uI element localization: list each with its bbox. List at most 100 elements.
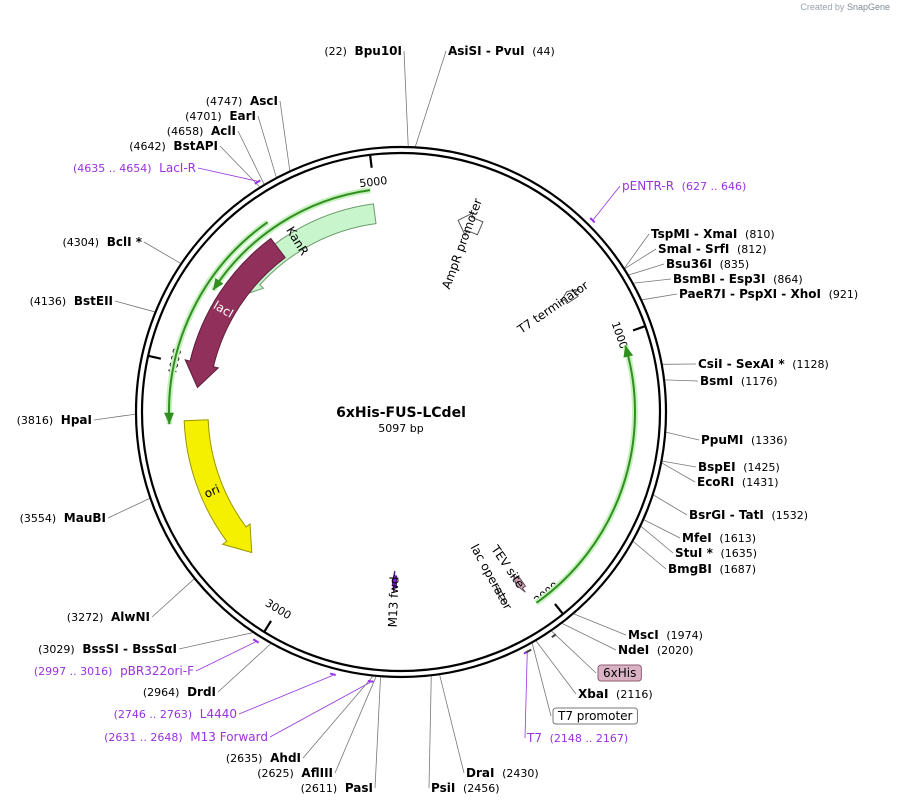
site-label-hpai[interactable]: (3816) HpaI	[17, 413, 92, 427]
site-label-ecori[interactable]: EcoRI (1431)	[697, 475, 778, 489]
site-label-csii-sexai[interactable]: CsiI - SexAI * (1128)	[698, 357, 829, 371]
site-label-bsteii[interactable]: (4136) BstEII	[30, 294, 113, 308]
site-position: (4304)	[62, 236, 99, 249]
site-position: (2430)	[502, 767, 539, 780]
primer-site-bar	[329, 672, 336, 676]
feature-callout-6xhis[interactable]: 6xHis	[603, 666, 636, 680]
tick-mark	[369, 154, 373, 168]
site-label-asci[interactable]: (4747) AscI	[206, 94, 278, 108]
site-label-drai[interactable]: DraI (2430)	[466, 766, 539, 780]
site-name: AscI	[250, 94, 278, 108]
site-label-bsssi-bsss-i[interactable]: (3029) BssSI - BssSαI	[38, 642, 177, 656]
site-label-tspmi-xmai[interactable]: TspMI - XmaI (810)	[651, 227, 775, 241]
leader-line	[592, 185, 621, 220]
site-name: TspMI - XmaI	[651, 227, 737, 241]
leader-line	[178, 632, 253, 650]
feature-ampr-promoter[interactable]	[457, 211, 484, 237]
site-label-xbai[interactable]: XbaI (2116)	[578, 687, 653, 701]
primer-label-pbr322ori-f[interactable]: (2997 .. 3016) pBR322ori-F	[34, 664, 194, 678]
leader-line	[269, 681, 371, 738]
site-label-bsmbi-esp3i[interactable]: BsmBI - Esp3I (864)	[673, 272, 803, 286]
backbone-outer-ring	[134, 145, 668, 679]
site-label-smai-srfi[interactable]: SmaI - SrfI (812)	[658, 242, 767, 256]
site-position: (835)	[720, 258, 750, 271]
site-label-psii[interactable]: PsiI (2456)	[431, 781, 500, 795]
feature-laci[interactable]	[184, 237, 286, 389]
feature-lac-operator[interactable]	[495, 584, 507, 605]
site-position: (2611)	[301, 782, 338, 795]
site-position: (2635)	[226, 752, 263, 765]
orf-arrowhead	[213, 277, 224, 290]
leader-line	[279, 100, 291, 171]
feature-callout-t7-promoter[interactable]: T7 promoter	[557, 709, 633, 723]
site-label-bsrgi-tati[interactable]: BsrGI - TatI (1532)	[689, 508, 808, 522]
feature-m13-fwd[interactable]	[391, 570, 398, 593]
site-label-eari[interactable]: (4701) EarI	[185, 109, 256, 123]
plasmid-name: 6xHis-FUS-LCdel	[336, 405, 466, 421]
feature-tev-site[interactable]	[512, 573, 527, 593]
site-label-drdi[interactable]: (2964) DrdI	[143, 685, 216, 699]
primer-label-m13-forward[interactable]: (2631 .. 2648) M13 Forward	[104, 730, 268, 744]
leader-line	[143, 241, 181, 264]
site-name: MscI	[628, 628, 659, 642]
feature-ori[interactable]	[183, 419, 253, 554]
leader-line	[107, 498, 150, 519]
site-label-bsmi[interactable]: BsmI (1176)	[700, 374, 777, 388]
site-name: PpuMI	[701, 433, 743, 447]
tick-label: 5000	[359, 174, 388, 190]
site-label-ndei[interactable]: NdeI (2020)	[618, 643, 693, 657]
feature-t7-terminator[interactable]	[559, 288, 580, 305]
feature-label-ampr-promoter: AmpR promoter	[439, 196, 485, 290]
site-label-bsu36i[interactable]: Bsu36I (835)	[666, 257, 749, 271]
primer-label-t7[interactable]: T7 (2148 .. 2167)	[526, 731, 628, 745]
site-name: EcoRI	[697, 475, 734, 489]
site-name: BsmBI - Esp3I	[673, 272, 765, 286]
site-position: (2997 .. 3016)	[34, 665, 113, 678]
site-name: LacI-R	[159, 161, 196, 175]
feature-label-m13-fwd: M13 fwd	[386, 576, 402, 627]
primer-label-l4440[interactable]: (2746 .. 2763) L4440	[114, 707, 237, 721]
site-name: AlwNI	[111, 610, 150, 624]
leader-line	[524, 652, 528, 739]
site-label-paer7i-pspxi-xhoi[interactable]: PaeR7I - PspXI - XhoI (921)	[679, 287, 858, 301]
site-label-afliii[interactable]: (2625) AflIII	[257, 766, 333, 780]
site-label-pasi[interactable]: (2611) PasI	[301, 781, 373, 795]
feature-label-ori: ori	[202, 482, 222, 501]
site-label-alwni[interactable]: (3272) AlwNI	[67, 610, 150, 624]
site-label-ppumi[interactable]: PpuMI (1336)	[701, 433, 788, 447]
site-label-bspei[interactable]: BspEI (1425)	[698, 460, 780, 474]
leader-line	[415, 50, 447, 147]
primer-label-pentr-r[interactable]: pENTR-R (627 .. 646)	[622, 179, 746, 193]
site-name: CsiI - SexAI *	[698, 357, 785, 371]
site-label-asisi-pvui[interactable]: AsiSI - PvuI (44)	[448, 44, 555, 58]
site-name: BmgBI	[668, 562, 712, 576]
site-label-msci[interactable]: MscI (1974)	[628, 628, 703, 642]
site-label-bmgbi[interactable]: BmgBI (1687)	[668, 562, 756, 576]
leader-line	[374, 677, 381, 789]
site-label-bstapi[interactable]: (4642) BstAPI	[129, 139, 218, 153]
site-position: (921)	[829, 288, 859, 301]
backbone-inner-ring	[140, 151, 662, 673]
site-label-maubi[interactable]: (3554) MauBI	[20, 511, 106, 525]
orf-arc	[168, 221, 269, 425]
snapgene-credit: Created by SnapGene	[800, 2, 890, 12]
leader-line	[661, 462, 696, 483]
leader-line	[114, 300, 155, 313]
site-label-mfei[interactable]: MfeI (1613)	[682, 531, 756, 545]
leader-line	[535, 640, 577, 695]
leader-line	[302, 676, 373, 759]
tick-mark	[554, 603, 564, 615]
site-position: (1431)	[742, 476, 779, 489]
tick-mark	[147, 354, 162, 360]
primer-label-laci-r[interactable]: (4635 .. 4654) LacI-R	[73, 161, 196, 175]
leader-line	[257, 115, 277, 178]
site-label-stui[interactable]: StuI * (1635)	[675, 546, 757, 560]
site-label-acli[interactable]: (4658) AclI	[167, 124, 236, 138]
site-label-bcli[interactable]: (4304) BclI *	[62, 235, 142, 249]
site-label-ahdi[interactable]: (2635) AhdI	[226, 751, 301, 765]
plasmid-backbone	[134, 145, 668, 679]
site-name: StuI *	[675, 546, 714, 560]
site-label-bpu10i[interactable]: (22) Bpu10I	[324, 44, 402, 58]
site-name: AclI	[211, 124, 236, 138]
